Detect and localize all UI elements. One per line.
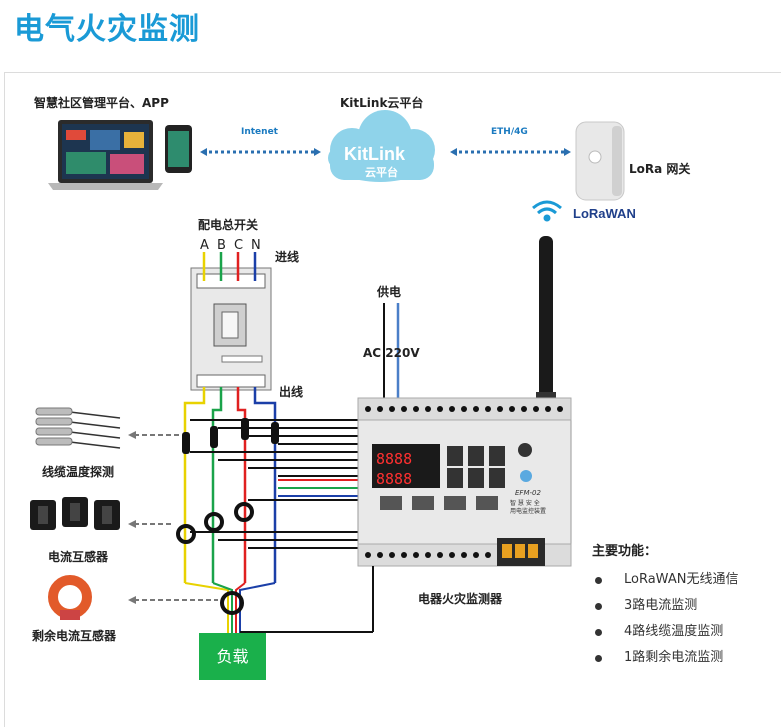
monitor-label: 电器火灾监测器 (418, 592, 503, 606)
main-switch-label: 配电总开关 (198, 218, 259, 232)
cloud-icon: KitLink 云平台 (328, 110, 435, 182)
voltage-label: AC 220V (363, 346, 420, 360)
fire-monitor-device: 8888 8888 EFM-02 智 慧 安 全 用电监控装置 (357, 397, 572, 567)
cloud-logo-sub: 云平台 (365, 165, 398, 179)
cloud-logo-text: KitLink (344, 144, 406, 164)
gateway-icon (575, 121, 625, 201)
feature-item: 3路电流监测 (592, 593, 738, 619)
device-model: EFM-02 (515, 489, 541, 497)
cloud-label: KitLink云平台 (340, 96, 424, 110)
feature-item: 1路剩余电流监测 (592, 645, 738, 671)
page-title: 电气火灾监测 (14, 12, 200, 47)
temp-probe-label: 线缆温度探测 (42, 465, 115, 479)
features-heading: 主要功能： (592, 544, 658, 559)
residual-current-transformer-icon (48, 575, 92, 620)
power-label: 供电 (377, 285, 402, 299)
laptop-icon (48, 120, 163, 190)
phase-n-label: N (251, 238, 261, 253)
svg-text:8888: 8888 (376, 450, 412, 468)
phase-b-label: B (217, 238, 226, 253)
phase-a-label: A (200, 238, 209, 253)
features-panel: 主要功能： LoRaWAN无线通信 3路电流监测 4路线缆温度监测 1路剩余电流… (592, 540, 738, 671)
incoming-label: 进线 (275, 250, 300, 264)
feature-item: LoRaWAN无线通信 (592, 567, 738, 593)
load-box: 负载 (199, 633, 266, 680)
main-breaker (190, 267, 272, 391)
ct-label: 电流互感器 (48, 550, 109, 564)
internet-link-label: Intenet (241, 127, 278, 137)
antenna-icon (536, 236, 556, 406)
outgoing-label: 出线 (279, 385, 304, 399)
wifi-icon (532, 200, 562, 222)
device-name-1: 智 慧 安 全 (510, 499, 540, 507)
svg-text:8888: 8888 (376, 470, 412, 488)
platform-label: 智慧社区管理平台、APP (34, 96, 169, 110)
features-list: LoRaWAN无线通信 3路电流监测 4路线缆温度监测 1路剩余电流监测 (592, 567, 738, 671)
lorawan-logo: LoRaWAN (573, 206, 636, 221)
rcd-label: 剩余电流互感器 (32, 629, 117, 643)
feature-item: 4路线缆温度监测 (592, 619, 738, 645)
current-transformer-icon (30, 497, 120, 530)
temp-probe-icon (35, 407, 121, 449)
eth-link-label: ETH/4G (491, 127, 528, 137)
gateway-label: LoRa 网关 (629, 162, 691, 176)
device-name-2: 用电监控装置 (510, 507, 546, 515)
phase-c-label: C (234, 238, 244, 253)
phone-icon (165, 125, 192, 173)
